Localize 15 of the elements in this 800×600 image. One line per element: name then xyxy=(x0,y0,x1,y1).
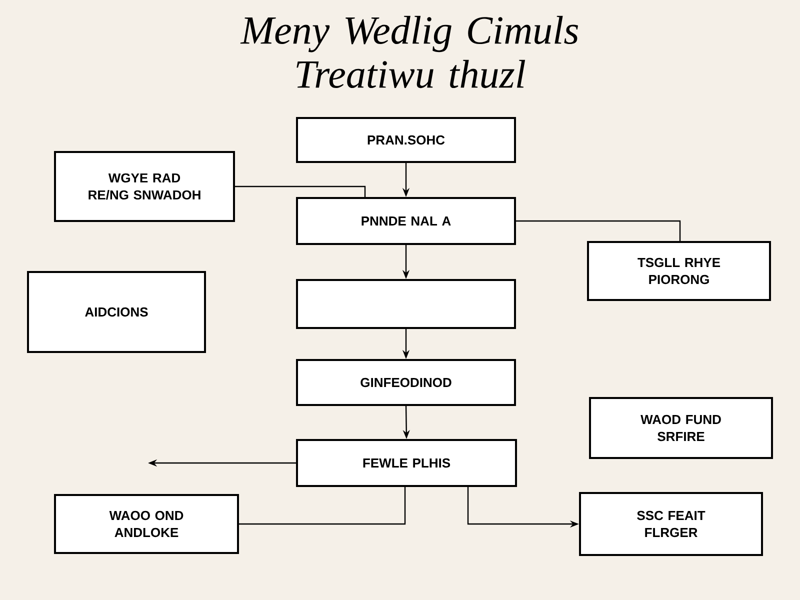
process-box: SSC FEAIT FLRGER xyxy=(579,492,763,556)
process-box: GINFEODINOD xyxy=(296,359,516,406)
process-box: AIDCIONS xyxy=(27,271,206,353)
connector-line xyxy=(516,220,681,241)
process-box: PNNDE NAL A xyxy=(296,197,516,245)
process-box: WGYE RAD RE/NG SNWADOH xyxy=(54,151,235,222)
process-box: PRAN.SOHC xyxy=(296,117,516,163)
connector-line xyxy=(235,186,366,197)
process-box: WAOO OND ANDLOKE xyxy=(54,494,239,554)
process-box: TSGLL RHYE PIORONG xyxy=(587,241,771,301)
connector-line xyxy=(239,487,406,525)
process-box xyxy=(296,279,516,329)
title: Meny Wedlig Cimuls Treatiwu thuzl xyxy=(240,16,578,88)
process-box: WAOD FUND SRFIRE xyxy=(589,397,773,459)
process-box: FEWLE PLHIS xyxy=(296,439,517,487)
